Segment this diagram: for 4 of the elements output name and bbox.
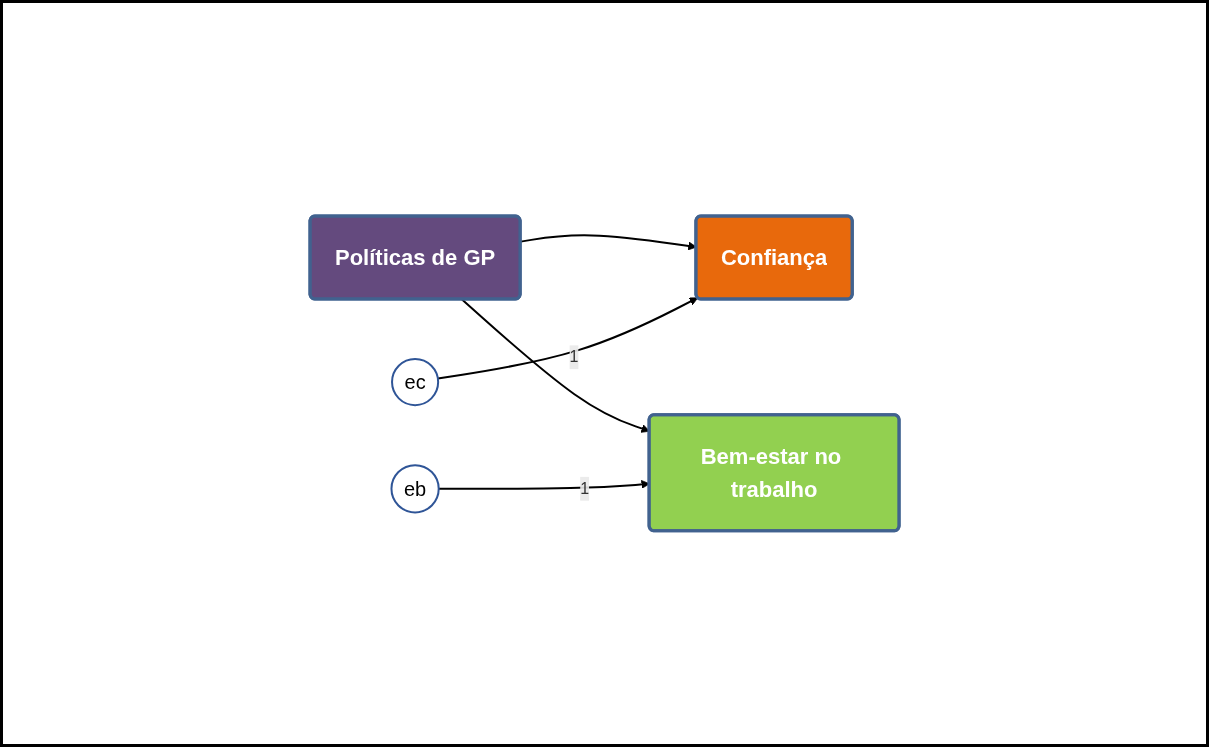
node-circle: eb [390,464,440,514]
edge-label: 1 [580,479,590,497]
node-circle: ec [391,358,440,407]
edge-label: 1 [569,348,579,366]
